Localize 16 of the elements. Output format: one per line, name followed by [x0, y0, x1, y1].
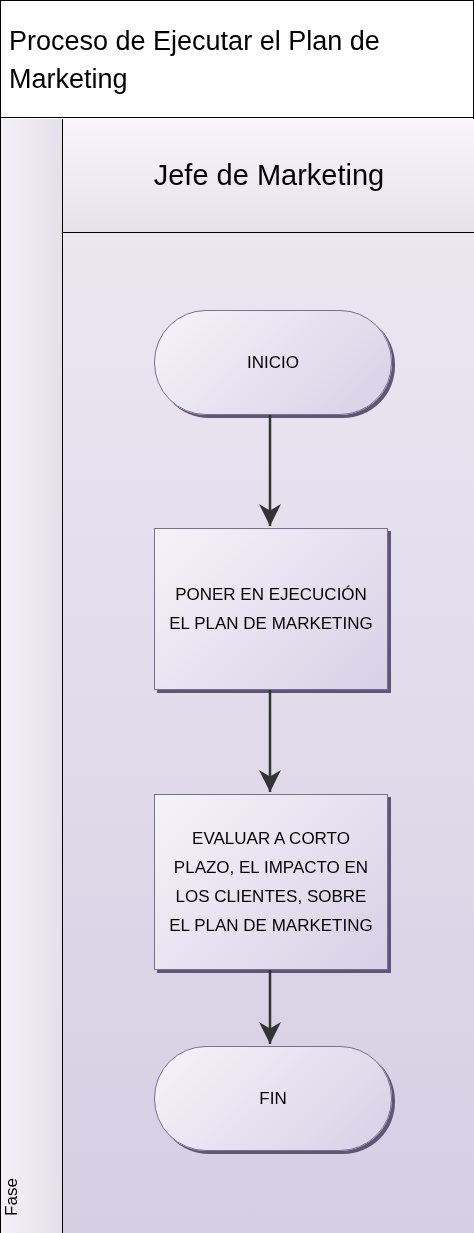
- arrow: [259, 690, 281, 792]
- lane-header: Jefe de Marketing: [152, 158, 386, 193]
- terminator-shape: [154, 310, 392, 415]
- step-label: FIN: [258, 1088, 288, 1110]
- phase-column: [1, 119, 63, 1233]
- process-box: [154, 794, 388, 970]
- arrow: [259, 415, 281, 526]
- process-box: [154, 528, 388, 690]
- swimlane: [63, 119, 474, 1233]
- pool-title: Proceso de Ejecutar el Plan de Marketing: [9, 25, 381, 96]
- phase-label: Fase: [1, 1177, 22, 1218]
- step-label: PONER EN EJECUCIÓN EL PLAN DE MARKETING: [168, 584, 374, 635]
- terminator-shape: [154, 1046, 392, 1151]
- step-label: INICIO: [246, 352, 300, 374]
- arrow: [259, 970, 281, 1044]
- step-label: EVALUAR A CORTO PLAZO, EL IMPACTO EN LOS CLIENTES, SOBRE EL PLAN DE MARKETING: [168, 828, 374, 937]
